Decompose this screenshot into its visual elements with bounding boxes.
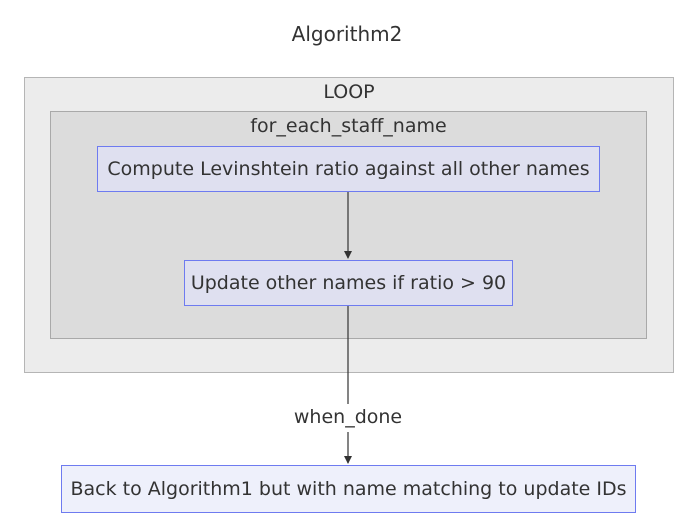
loop-cluster-label: LOOP [323,81,375,103]
back-to-algorithm1-node-label: Back to Algorithm1 but with name matchin… [70,478,627,500]
update-names-node-label: Update other names if ratio > 90 [190,272,507,294]
when-done-edge-label: when_done [293,406,403,428]
for-each-staff-name-cluster-label: for_each_staff_name [250,115,447,137]
update-names-node[interactable]: Update other names if ratio > 90 [184,260,513,306]
compute-ratio-node-label: Compute Levinshtein ratio against all ot… [107,158,590,180]
compute-ratio-node[interactable]: Compute Levinshtein ratio against all ot… [97,146,600,192]
diagram-title: Algorithm2 [291,22,403,46]
back-to-algorithm1-node[interactable]: Back to Algorithm1 but with name matchin… [61,465,636,513]
